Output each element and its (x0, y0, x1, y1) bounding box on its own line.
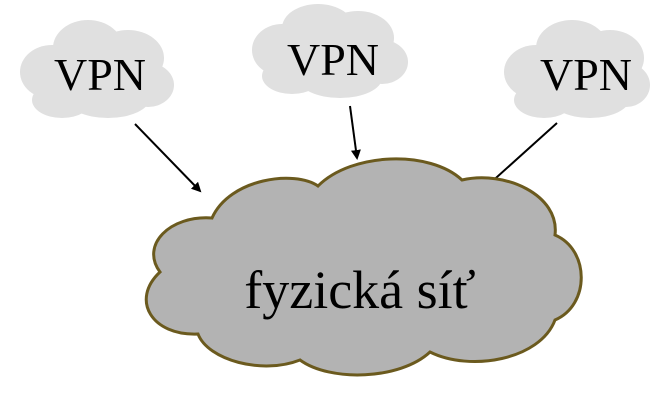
vpn-cloud-right: VPN (504, 20, 650, 118)
vpn-cloud-center: VPN (252, 4, 408, 98)
vpn-cloud-right-shape (504, 20, 650, 118)
physical-network-cloud-shape (144, 157, 583, 377)
physical-network-label: fyzická síť (244, 260, 475, 320)
physical-network-cloud: fyzická síť (144, 157, 583, 377)
arrow-center (349, 105, 361, 160)
vpn-label-center: VPN (287, 34, 379, 85)
vpn-cloud-center-shape (252, 4, 408, 98)
vpn-label-right: VPN (540, 49, 632, 100)
arrow-right (485, 122, 558, 188)
vpn-cloud-left: VPN (20, 20, 174, 118)
vpn-cloud-left-shape (20, 20, 174, 118)
arrow-left (134, 123, 202, 193)
vpn-label-left: VPN (54, 49, 146, 100)
